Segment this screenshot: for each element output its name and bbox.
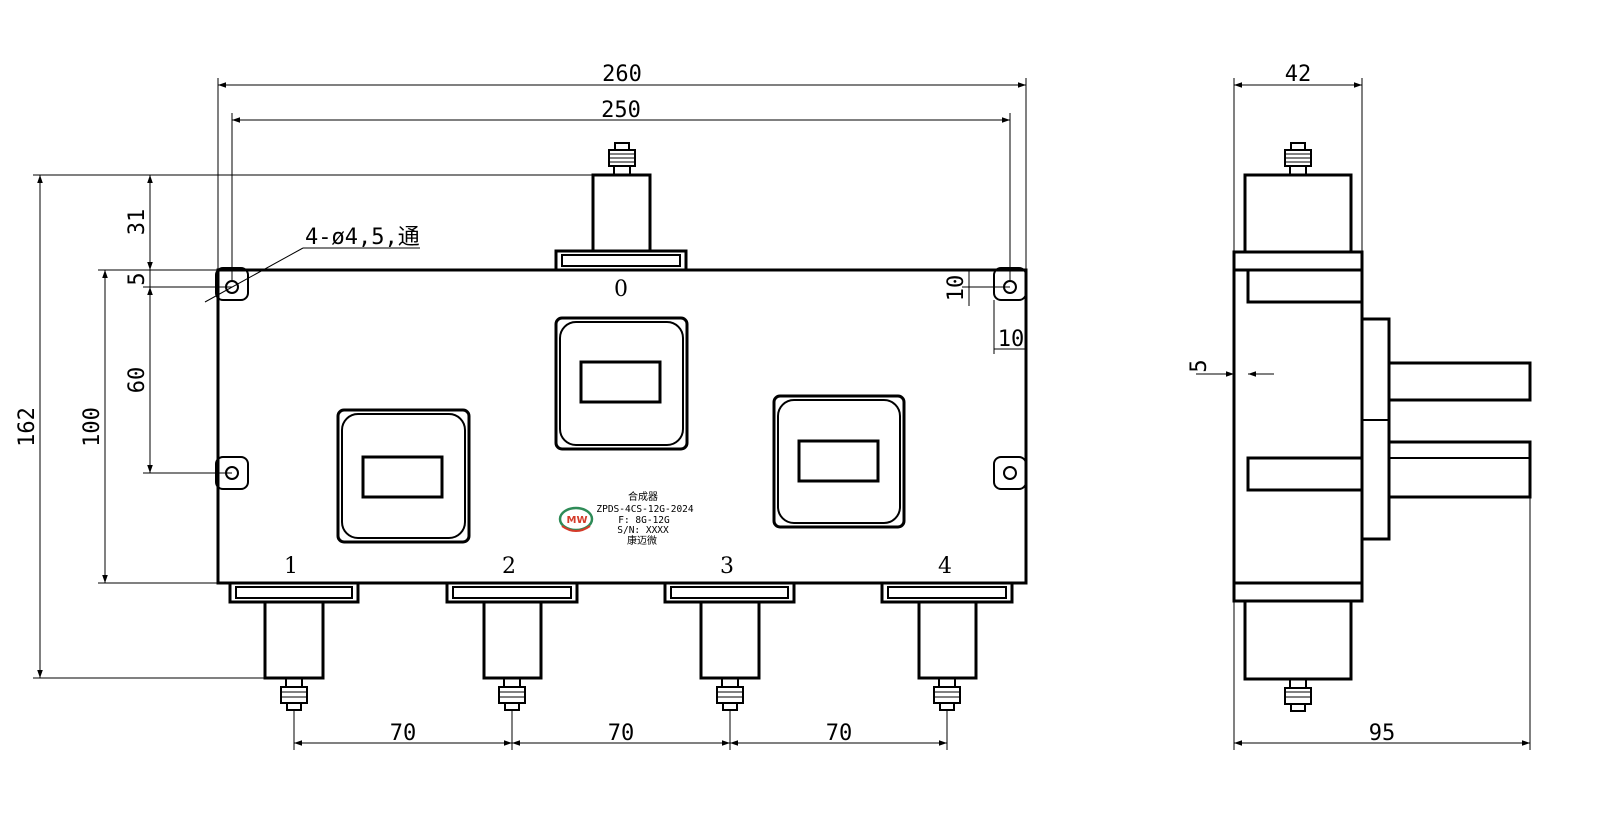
waveguide-window-left	[336, 408, 471, 544]
hole-callout: 4-ø4,5,通	[204, 225, 420, 303]
mounting-hole-mid-right	[993, 456, 1027, 490]
dim-70-b: 70	[608, 721, 635, 746]
port-label-3: 3	[720, 554, 734, 579]
logo-text: MW	[567, 515, 588, 526]
port-label-0: 0	[614, 277, 628, 302]
dimension-body-height: 100	[80, 269, 218, 584]
dim-5-side: 5	[1187, 359, 1212, 372]
port-label-2: 2	[502, 554, 516, 579]
dimension-edge-horizontal: 10	[993, 300, 1026, 354]
nameplate-frequency: F: 8G-12G	[618, 515, 670, 526]
nameplate-maker: 康迈微	[627, 534, 657, 547]
port-label-1: 1	[284, 554, 298, 579]
dim-70-a: 70	[390, 721, 417, 746]
dimension-side-depth: 95	[1233, 497, 1531, 750]
nameplate-serial: S/N: XXXX	[617, 525, 669, 536]
port-label-4: 4	[938, 554, 952, 579]
dim-162: 162	[15, 407, 40, 447]
output-connector-3	[663, 581, 796, 711]
dimension-side-offset: 5	[1187, 359, 1274, 377]
dim-5-front: 5	[125, 272, 150, 285]
dim-10-vertical: 10	[944, 275, 969, 302]
nameplate-title: 合成器	[628, 490, 658, 503]
company-logo: MW	[558, 506, 594, 532]
output-connector-2	[445, 581, 579, 711]
dimension-port-pitch: 70 70 70	[293, 710, 948, 750]
dim-60: 60	[125, 367, 150, 394]
dimension-side-width: 42	[1233, 62, 1363, 252]
dimension-hole-span: 250	[231, 98, 1011, 280]
dim-70-c: 70	[826, 721, 853, 746]
hole-note: 4-ø4,5,通	[305, 225, 420, 250]
dimension-overall-height: 162	[15, 174, 593, 679]
waveguide-window-top	[554, 316, 689, 451]
dimension-edge-vertical: 10	[944, 270, 1010, 306]
side-body	[1232, 268, 1364, 585]
dim-100: 100	[80, 407, 105, 447]
dimension-overall-width: 260	[217, 62, 1027, 270]
dim-31: 31	[125, 209, 150, 236]
dim-42: 42	[1285, 62, 1312, 87]
dim-250: 250	[601, 98, 641, 123]
dimension-hole-spacing: 60	[125, 287, 232, 474]
output-connector-1	[228, 581, 360, 711]
input-connector	[554, 142, 688, 272]
dim-95: 95	[1369, 721, 1396, 746]
output-connector-4	[880, 581, 1014, 711]
side-view: 42 95 5	[1187, 62, 1532, 750]
dim-10-horizontal: 10	[998, 327, 1025, 352]
front-view: 0 1 2 3 4 MW 合成器 ZPDS-4CS-12G-2024 F: 8G…	[15, 62, 1028, 750]
dimension-connector-height: 31	[125, 175, 153, 270]
nameplate-model: ZPDS-4CS-12G-2024	[596, 504, 694, 515]
nameplate: MW 合成器 ZPDS-4CS-12G-2024 F: 8G-12G S/N: …	[558, 490, 694, 547]
dimension-hole-offset: 5	[125, 270, 232, 288]
waveguide-window-right	[772, 394, 906, 529]
dim-260: 260	[602, 62, 642, 87]
